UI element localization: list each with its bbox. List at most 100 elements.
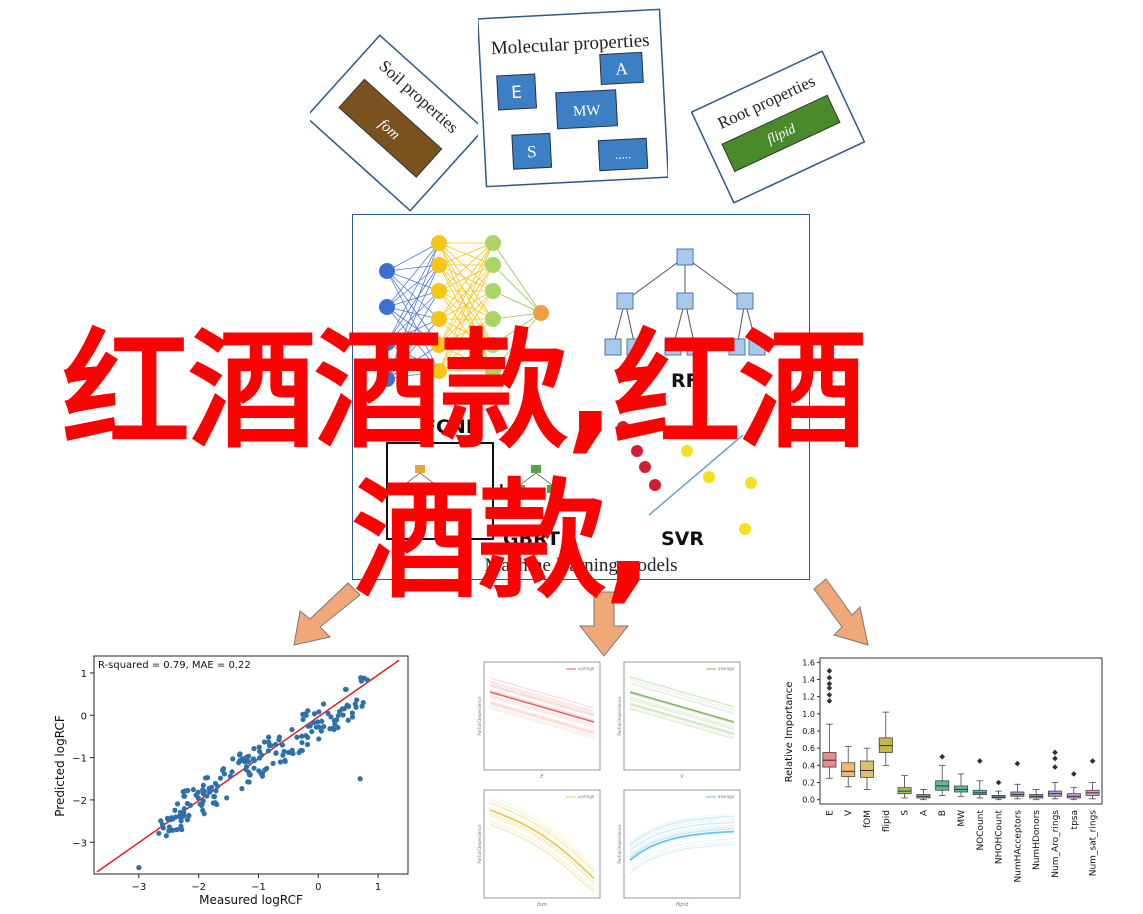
pdp-ice-curve	[629, 676, 735, 708]
scatter-point	[313, 724, 319, 730]
pdp-ice-curve	[629, 699, 735, 731]
scatter-point	[239, 786, 245, 792]
box-y-tick-label: 0.6	[802, 744, 815, 753]
scatter-plot: R-squared = 0.79, MAE = 0.22 Measured lo…	[53, 655, 409, 907]
scatter-point	[265, 748, 271, 754]
y-tick-label: −3	[72, 838, 87, 849]
pdp-ice-curve	[489, 703, 595, 735]
fcnn-edge	[492, 290, 542, 314]
svr-point	[631, 445, 643, 457]
box-y-tick-label: 0.8	[802, 727, 815, 736]
box-x-tick-label: NOCount	[976, 810, 986, 851]
scatter-point	[200, 782, 206, 788]
box-x-tick-label: B	[938, 810, 948, 816]
scatter-point	[289, 726, 295, 733]
pdp-ice-curve	[629, 815, 735, 845]
pdp-ice-curve	[489, 700, 595, 732]
pdp-ice-curve	[489, 824, 595, 893]
fcnn-edge	[438, 242, 494, 292]
scatter-point	[256, 748, 263, 754]
scatter-point	[335, 724, 341, 731]
pdp-ice-curve	[489, 677, 595, 709]
pdp-ice-curve	[489, 803, 595, 873]
box-outlier	[1052, 755, 1058, 762]
pdp-ice-curve	[629, 680, 735, 711]
scatter-point	[250, 757, 257, 763]
fcnn-edge	[492, 264, 542, 314]
fcnn-node	[533, 305, 549, 321]
pdp-ice-curve	[629, 833, 735, 863]
scatter-point	[342, 686, 349, 692]
pdp-ice-curve	[629, 841, 735, 871]
pdp-ice-curve	[489, 685, 595, 717]
svg-text:E: E	[511, 83, 523, 104]
overlay-line-1: 红酒酒款,红酒	[62, 317, 867, 466]
fcnn-edge	[386, 270, 440, 372]
scatter-point	[172, 807, 178, 813]
rf-node	[676, 292, 694, 310]
box-x-tick-label: tpsa	[1070, 810, 1080, 829]
pdp-ice-curve	[629, 704, 735, 736]
scatter-point	[349, 710, 355, 716]
rf-node	[748, 338, 766, 356]
scatter-point	[277, 759, 284, 765]
scatter-point	[303, 732, 309, 739]
pdp-ice-curve	[489, 684, 595, 716]
pdp-ylabel: Partial Dependence	[617, 824, 622, 864]
box-y-tick-label: 1.6	[802, 658, 815, 667]
scatter-point	[256, 755, 263, 761]
box-x-tick-label: A	[919, 809, 929, 816]
scatter-point	[200, 791, 207, 797]
scatter-point	[200, 798, 206, 804]
scatter-point	[270, 760, 276, 766]
fcnn-node	[431, 311, 447, 327]
pdp-ice-curve	[489, 695, 595, 727]
pdp-ice-curve	[489, 689, 595, 721]
pdp-ice-curve	[629, 843, 735, 873]
fcnn-edge	[386, 306, 440, 372]
pdp-ice-curve	[629, 692, 735, 724]
fcnn-node	[379, 371, 395, 387]
pdp-average-curve	[489, 691, 595, 723]
fcnn-edge	[492, 242, 542, 314]
pdp-ice-curve	[489, 684, 595, 716]
fcnn-edge	[386, 370, 440, 380]
pdp-ice-curve	[489, 802, 595, 872]
fcnn-edge	[492, 312, 542, 372]
scatter-point	[321, 723, 327, 730]
fcnn-edge	[386, 344, 440, 380]
scatter-point	[245, 779, 251, 785]
fcnn-edge	[386, 242, 440, 380]
pdp-ice-curve	[629, 698, 735, 730]
scatter-xlabel: Measured logRCF	[199, 893, 303, 907]
fcnn-edge	[438, 344, 494, 372]
scatter-point	[354, 697, 360, 703]
pdp-ice-curve	[489, 707, 595, 739]
pdp-ice-curve	[489, 824, 595, 893]
scatter-point	[299, 739, 305, 746]
fcnn-edge	[386, 242, 440, 308]
pdp-ice-curve	[489, 799, 595, 869]
pdp-ice-curve	[489, 806, 595, 876]
pdp-ice-curve	[629, 682, 735, 714]
box-outlier	[1089, 758, 1096, 764]
scatter-point	[204, 775, 211, 781]
pdp-ice-curve	[489, 694, 595, 726]
fcnn-node	[431, 257, 447, 273]
fcnn-edge	[386, 264, 440, 380]
fcnn-edge	[386, 290, 440, 344]
pdp-ice-curve	[489, 815, 595, 885]
pdp-ice-curve	[489, 685, 595, 717]
box-y-tick-label: 1.0	[802, 710, 815, 719]
scatter-point	[166, 824, 172, 830]
box-ylabel: Relative Importance	[784, 682, 795, 783]
rf-edge	[624, 256, 686, 302]
fcnn-edge	[386, 270, 440, 346]
scatter-point	[190, 786, 196, 793]
box-y-tick-label: 0.4	[802, 761, 815, 770]
pdp-ice-curve	[629, 813, 735, 844]
pdp-ice-curve	[489, 808, 595, 878]
pdp-ice-curve	[629, 819, 735, 849]
scatter-point	[229, 769, 235, 775]
scatter-point	[289, 747, 295, 753]
